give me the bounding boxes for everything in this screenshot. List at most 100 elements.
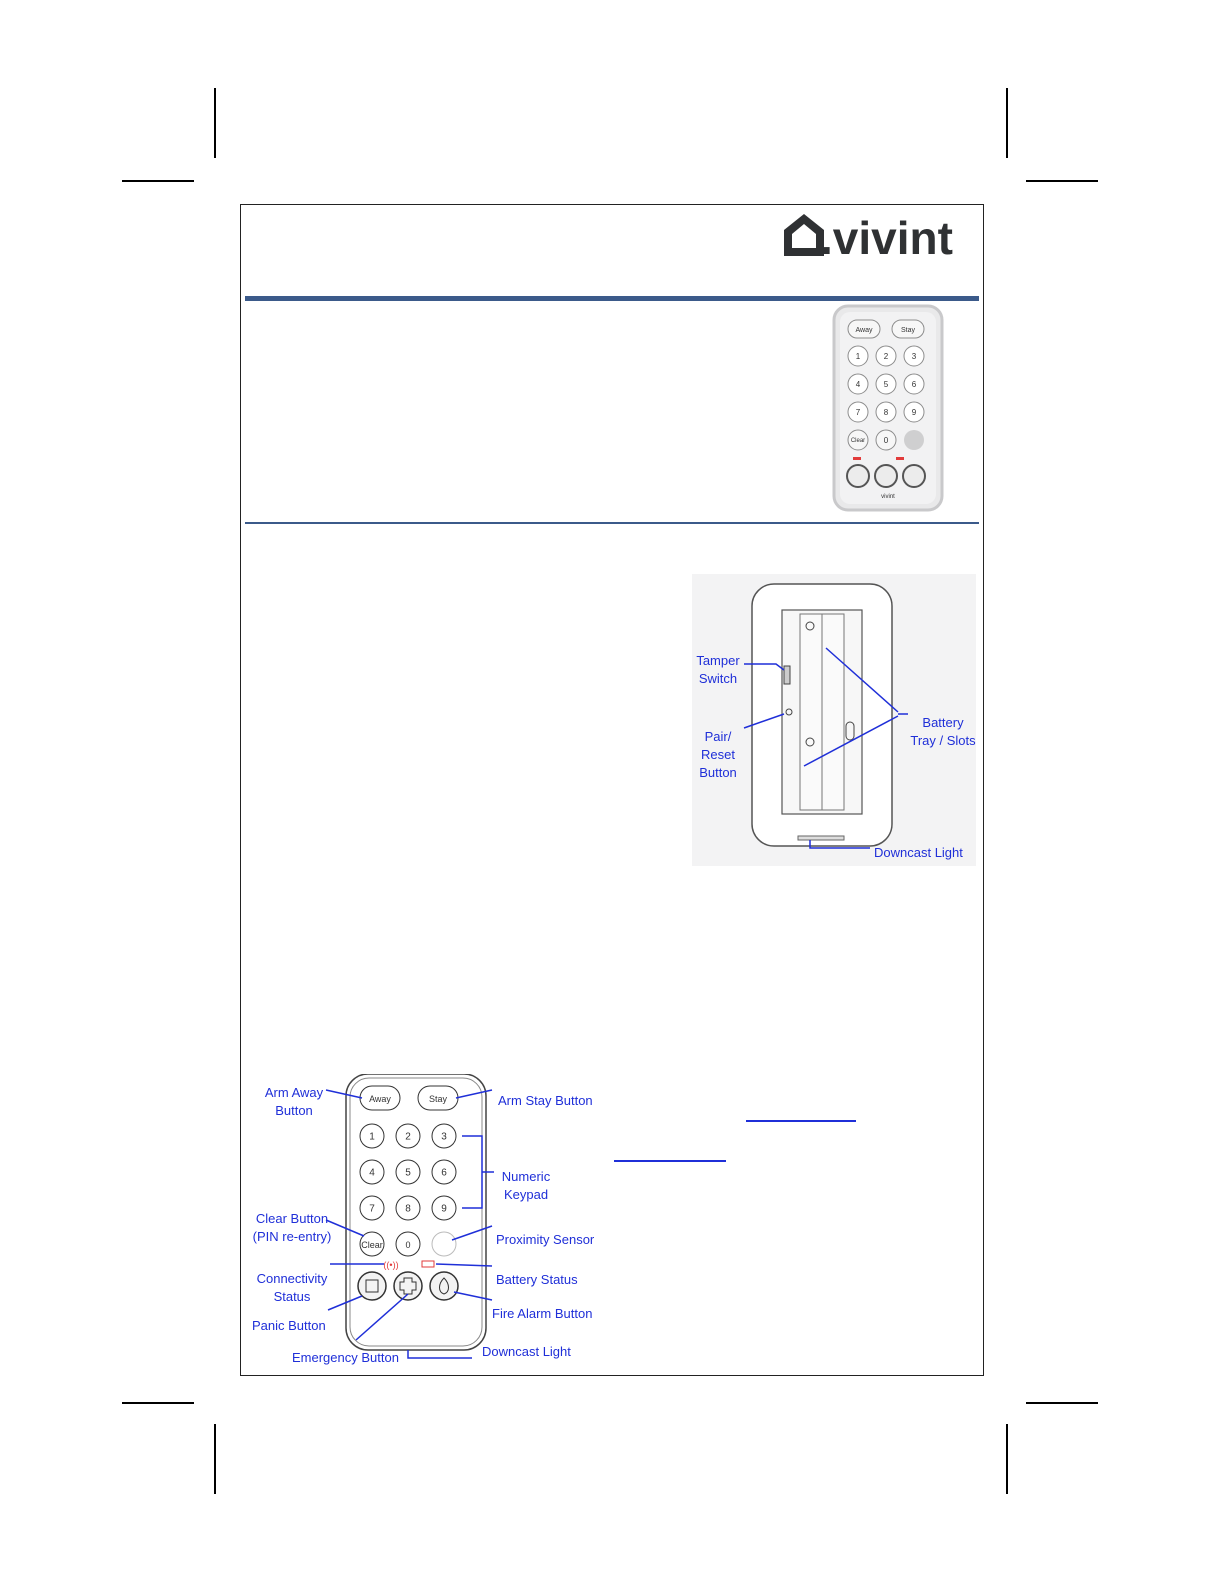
section-rule [245,296,979,301]
svg-text:8: 8 [884,408,889,417]
document-frame [240,204,984,1376]
front-digit-1-button: 1 [359,1123,385,1149]
svg-text:0: 0 [405,1240,410,1250]
hero-connectivity-led [853,457,861,460]
arm-stay-label: Arm Stay Button [498,1093,593,1108]
hero-zero-button: 0 [875,429,897,451]
front-clear-button: Clear [359,1231,385,1257]
svg-text:6: 6 [912,380,917,389]
back-downcast-light [797,835,845,841]
svg-text:3: 3 [912,352,917,361]
svg-text:8: 8 [405,1204,411,1215]
hyperlink-underline[interactable] [746,1120,856,1122]
svg-text:1: 1 [856,352,861,361]
svg-text:1: 1 [369,1132,375,1143]
front-digit-9-button: 9 [431,1195,457,1221]
front-digit-5-button: 5 [395,1159,421,1185]
hero-proximity-sensor [904,430,924,450]
crop-mark [1026,180,1098,182]
back-view-diagram [692,574,976,866]
front-stay-button: Stay [417,1085,459,1111]
hero-digit-8-button: 8 [875,401,897,423]
hero-digit-3-button: 3 [903,345,925,367]
svg-text:2: 2 [405,1132,411,1143]
svg-text:9: 9 [912,408,917,417]
crop-mark [1026,1402,1098,1404]
svg-text:Stay: Stay [429,1094,448,1104]
proximity-sensor-label: Proximity Sensor [496,1232,595,1247]
emergency-button-label: Emergency Button [292,1350,399,1365]
svg-text:5: 5 [884,380,889,389]
tamper-switch [783,665,791,685]
svg-text:Away: Away [856,327,873,334]
front-digit-4-button: 4 [359,1159,385,1185]
svg-text:7: 7 [856,408,861,417]
svg-text:4: 4 [856,380,861,389]
svg-text:3: 3 [441,1132,447,1143]
battery-status-icon [421,1260,435,1268]
front-proximity-sensor [431,1231,457,1257]
front-view-diagram: Away Stay 1 2 3 4 5 6 7 8 9 Clear 0 ((•)) [325,1074,494,1359]
front-digit-3-button: 3 [431,1123,457,1149]
front-digit-2-button: 2 [395,1123,421,1149]
pair-reset-button [785,708,793,716]
hero-digit-2-button: 2 [875,345,897,367]
crop-mark [1006,88,1008,158]
section-rule [245,522,979,524]
hero-digit-9-button: 9 [903,401,925,423]
hero-panic-button [846,464,870,488]
back-downcast-label: Downcast Light [874,845,963,860]
hyperlink-underline[interactable] [614,1160,726,1162]
svg-text:7: 7 [369,1204,375,1215]
clear-button-label: Clear Button(PIN re-entry) [252,1211,332,1244]
crop-mark [122,1402,194,1404]
front-digit-7-button: 7 [359,1195,385,1221]
svg-text:2: 2 [884,352,889,361]
front-downcast-label: Downcast Light [482,1344,571,1359]
svg-text:Away: Away [369,1094,391,1104]
house-outline-icon [784,214,824,256]
logo-text: .vivint [820,212,953,260]
svg-text:4: 4 [369,1168,375,1179]
hero-digit-1-button: 1 [847,345,869,367]
svg-text:Clear: Clear [361,1240,383,1250]
front-panic-button [357,1271,387,1301]
hero-digit-5-button: 5 [875,373,897,395]
hero-away-button: Away [847,319,881,339]
hero-digit-6-button: 6 [903,373,925,395]
front-emergency-button [393,1271,423,1301]
svg-text:Clear: Clear [851,438,865,444]
svg-text:0: 0 [884,436,889,445]
battery-status-label: Battery Status [496,1272,578,1287]
hero-fire-button [902,464,926,488]
hero-emergency-button [874,464,898,488]
front-digit-6-button: 6 [431,1159,457,1185]
crop-mark [214,1424,216,1494]
panic-button-label: Panic Button [252,1318,326,1333]
connectivity-status-icon: ((•)) [383,1260,398,1270]
hero-clear-button: Clear [847,429,869,451]
svg-text:5: 5 [405,1168,411,1179]
front-away-button: Away [359,1085,401,1111]
fire-alarm-label: Fire Alarm Button [492,1306,593,1321]
hero-digit-7-button: 7 [847,401,869,423]
front-fire-button [429,1271,459,1301]
svg-text:Stay: Stay [901,327,916,334]
svg-text:6: 6 [441,1168,447,1179]
vivint-logo: .vivint [784,212,953,260]
svg-text:9: 9 [441,1204,447,1215]
crop-mark [1006,1424,1008,1494]
crop-mark [214,88,216,158]
front-digit-8-button: 8 [395,1195,421,1221]
hero-stay-button: Stay [891,319,925,339]
hero-battery-led [896,457,904,460]
front-zero-button: 0 [395,1231,421,1257]
crop-mark [122,180,194,182]
